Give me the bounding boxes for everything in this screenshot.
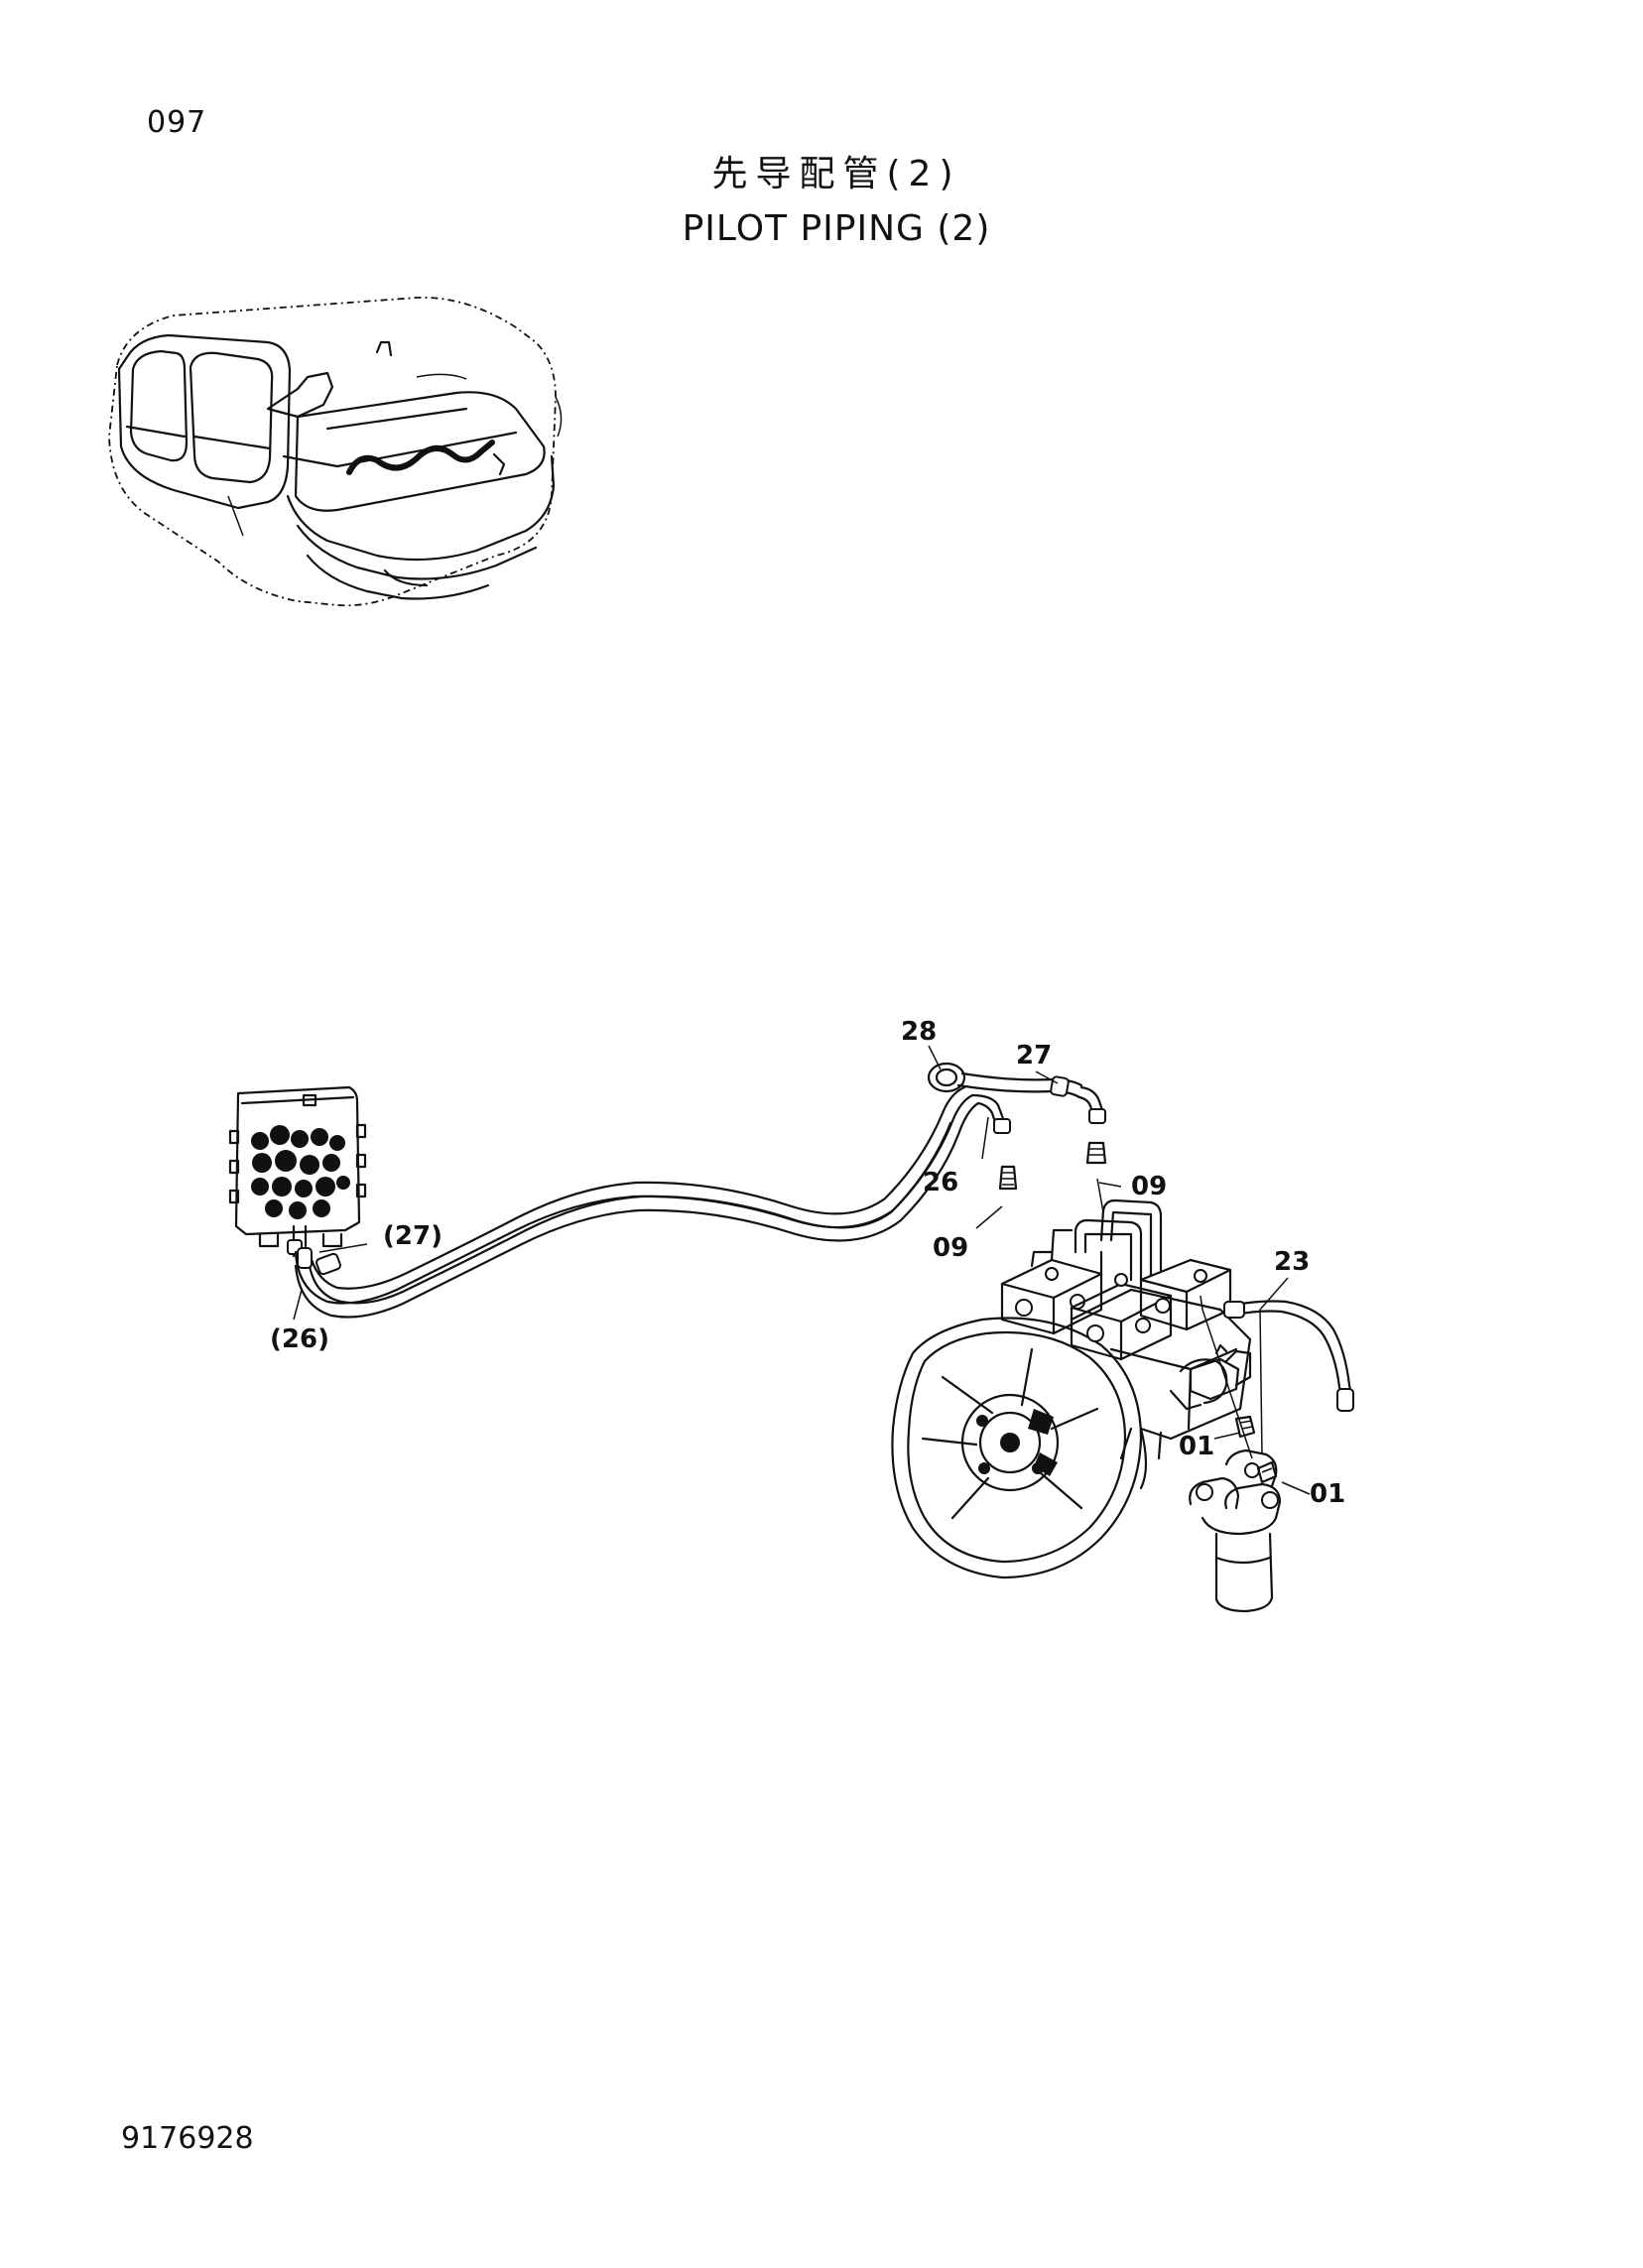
- callout-09-right: 09: [1131, 1172, 1167, 1201]
- callout-01-left: 01: [1179, 1432, 1214, 1461]
- callout-01-right: 01: [1310, 1479, 1345, 1509]
- page-number: 097: [147, 105, 207, 140]
- excavator-overview-illustration: [108, 297, 563, 607]
- leader-lines: [293, 1045, 1311, 1495]
- pilot-filter-assembly: [1189, 1449, 1282, 1613]
- pilot-valve-block: [228, 1085, 367, 1258]
- document-number: 9176928: [121, 2121, 254, 2156]
- callout-09-left: 09: [933, 1233, 968, 1263]
- title-english: PILOT PIPING (2): [682, 208, 991, 249]
- callout-26: 26: [923, 1168, 958, 1197]
- adapter-01-right: [1256, 1460, 1278, 1484]
- title-chinese: 先导配管(2): [711, 154, 961, 194]
- callout-28: 28: [901, 1017, 937, 1047]
- callout-27: 27: [1016, 1041, 1052, 1071]
- main-pump-assembly: [891, 1198, 1252, 1579]
- callout-26-ref: (26): [270, 1324, 329, 1354]
- callout-23: 23: [1274, 1247, 1310, 1277]
- hose-23: [1200, 1295, 1354, 1459]
- callout-27-ref: (27): [383, 1221, 442, 1251]
- pilot-hose-assembly: [294, 1062, 1107, 1319]
- page-title: 先导配管(2) PILOT PIPING (2): [0, 145, 1643, 249]
- adapter-01-left: [1234, 1415, 1256, 1439]
- valve-port-cluster: [251, 1125, 350, 1219]
